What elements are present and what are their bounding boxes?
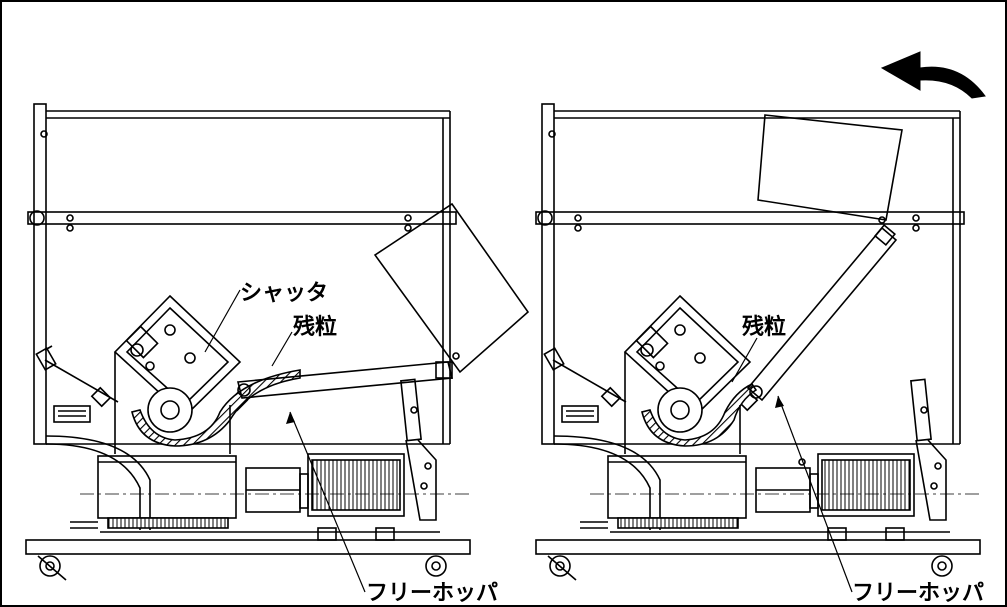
curved-arrow-left-icon [880,51,986,99]
label-free-hopper-right: フリーホッパ [852,581,984,606]
label-residual-grain-right: 残粒 [742,314,786,340]
left-view [25,103,530,593]
label-residual-grain-left: 残粒 [293,314,337,340]
right-view [535,103,981,593]
label-free-hopper-left: フリーホッパ [366,581,498,606]
label-shutter: シャッタ [240,281,328,306]
